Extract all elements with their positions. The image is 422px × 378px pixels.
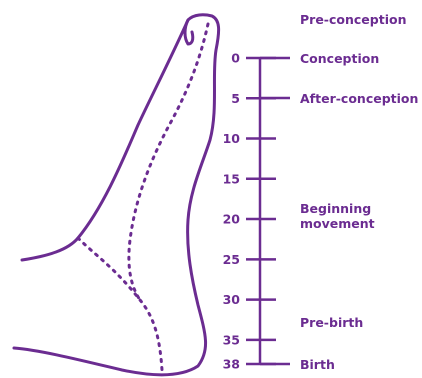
stage-beginning-movement-line2: movement [300, 216, 375, 231]
tick-label-30: 30 [223, 292, 241, 307]
tick-label-35: 35 [223, 332, 240, 347]
foot-outline [14, 15, 219, 375]
tick-label-0: 0 [231, 51, 240, 66]
tick-label-25: 25 [223, 252, 240, 267]
stage-after-conception: After-conception [300, 91, 418, 106]
tick-label-15: 15 [223, 171, 240, 186]
tick-label-38: 38 [223, 357, 240, 372]
inner-dotted-line [129, 24, 208, 300]
ankle-dotted-line [78, 238, 162, 370]
toe-detail [185, 20, 193, 44]
tick-label-20: 20 [223, 212, 241, 227]
stage-birth: Birth [300, 357, 335, 372]
stage-pre-conception: Pre-conception [300, 12, 406, 27]
tick-label-10: 10 [223, 131, 241, 146]
stage-conception: Conception [300, 51, 379, 66]
stage-beginning-movement-line1: Beginning [300, 201, 371, 216]
stage-pre-birth: Pre-birth [300, 315, 363, 330]
timeline-tick-labels: 0 5 10 15 20 25 30 35 38 [223, 51, 241, 372]
tick-label-5: 5 [231, 91, 240, 106]
